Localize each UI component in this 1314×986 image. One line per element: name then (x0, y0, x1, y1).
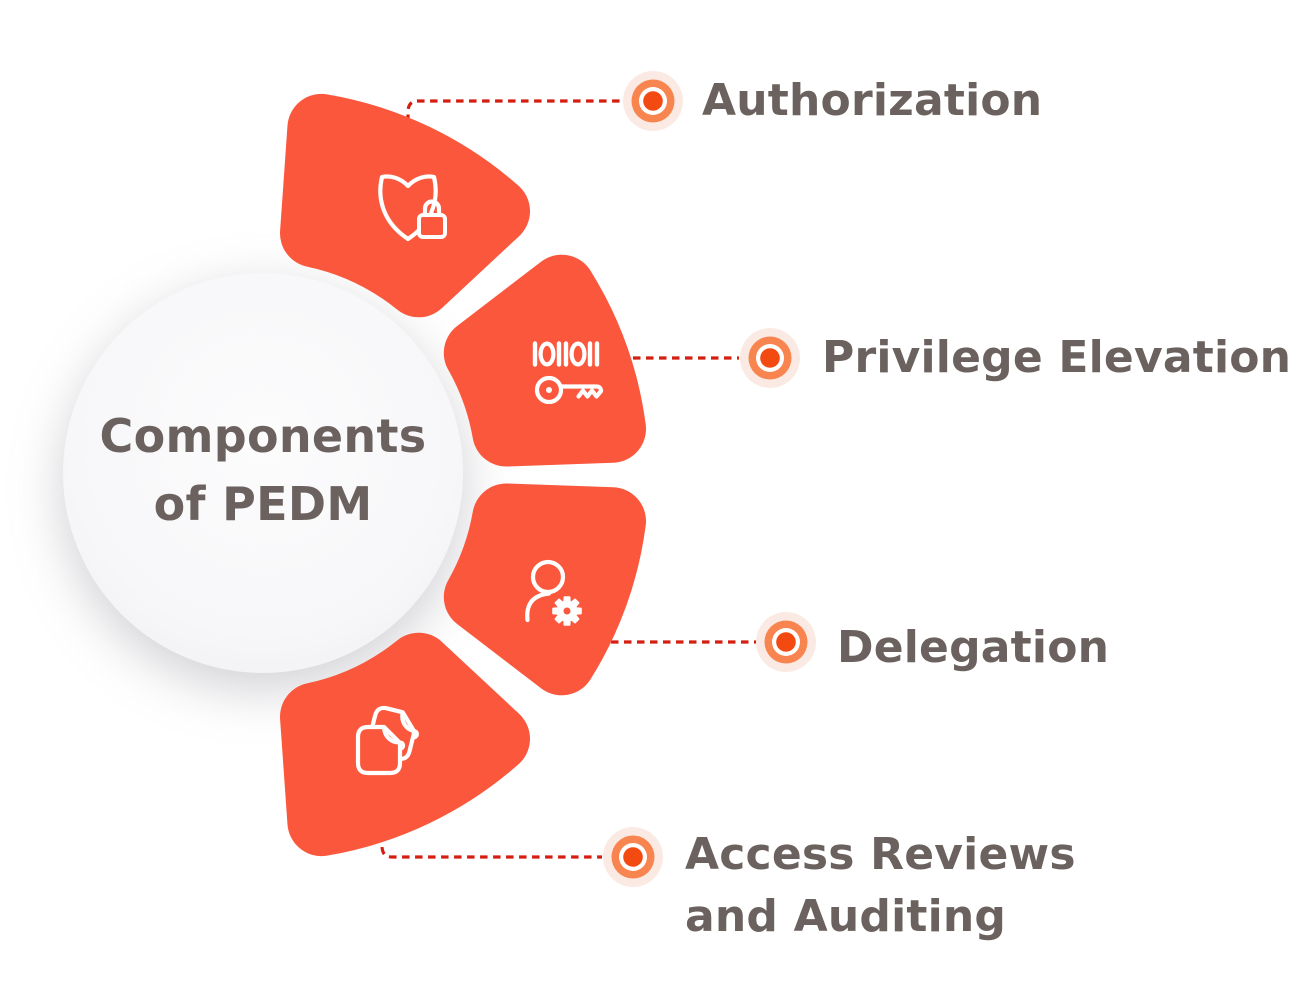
label-access-reviews-line1: Access Reviews (685, 829, 1076, 880)
diagram-title-line2: of PEDM (153, 477, 373, 531)
marker-delegation (756, 612, 816, 672)
label-delegation: Delegation (837, 622, 1110, 673)
connectors-layer (380, 99, 756, 859)
gear-glyph (552, 596, 582, 626)
user-gear-icon (525, 559, 582, 626)
center-circle (63, 273, 463, 673)
marker-privilege-elevation (740, 328, 800, 388)
label-access-reviews-line2: and Auditing (685, 891, 1007, 942)
marker-access-reviews-and-auditing (603, 827, 663, 887)
connector-access-reviews-and-auditing (380, 834, 602, 859)
diagram-title-line1: Components (99, 409, 427, 463)
binary-key-icon (532, 341, 604, 405)
connector-authorization (406, 99, 623, 122)
segment-authorization (280, 93, 530, 318)
label-authorization: Authorization (702, 75, 1043, 126)
shield-lock-icon (378, 174, 447, 242)
icons-layer (355, 174, 604, 776)
diagram-title: Components of PEDM (53, 402, 473, 538)
marker-authorization (623, 71, 683, 131)
label-privilege-elevation: Privilege Elevation (822, 332, 1292, 383)
label-access-reviews-and-auditing: Access Reviews and Auditing (685, 824, 1076, 948)
markers-layer (603, 71, 816, 887)
documents-icon (355, 705, 419, 776)
segment-delegation (443, 483, 646, 696)
